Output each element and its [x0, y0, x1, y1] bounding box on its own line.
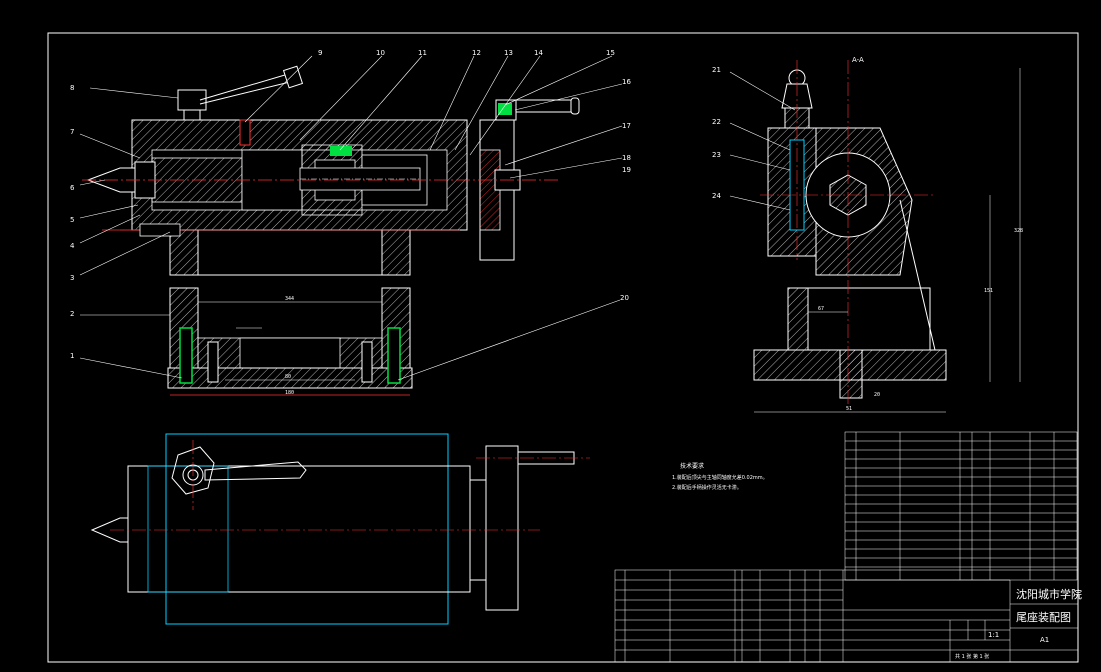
notes-line-2: 2.装配后手柄操作灵活无卡滞。 [672, 484, 742, 491]
svg-text:12: 12 [472, 49, 481, 57]
svg-text:9: 9 [318, 49, 322, 57]
inner-border [47, 32, 1079, 663]
dim-side-small-1: 67 [818, 306, 824, 312]
svg-text:23: 23 [712, 151, 721, 159]
svg-text:8: 8 [70, 84, 74, 92]
svg-text:10: 10 [376, 49, 385, 57]
svg-text:2: 2 [70, 310, 74, 318]
dim-bottom-len-2: 80 [285, 374, 291, 380]
dim-bottom-len-1: 180 [285, 390, 294, 396]
svg-text:6: 6 [70, 184, 75, 192]
dim-side-base-w: 51 [846, 406, 852, 412]
svg-text:21: 21 [712, 66, 721, 74]
notes-line-1: 1.装配后顶尖与主轴同轴度允差0.02mm。 [672, 474, 768, 481]
dim-side-height-1: 328 [1014, 228, 1023, 234]
scale-value: 1:1 [988, 631, 999, 639]
sheet-size: A1 [1040, 636, 1049, 644]
svg-text:4: 4 [70, 242, 75, 250]
svg-text:19: 19 [622, 166, 631, 174]
dim-side-small-2: 20 [874, 392, 880, 398]
notes-title: 技术要求 [680, 462, 704, 470]
parts-list-table [844, 431, 1078, 581]
svg-text:15: 15 [606, 49, 615, 57]
drawing-name: 尾座装配图 [1016, 610, 1071, 624]
svg-text:3: 3 [70, 274, 74, 282]
front-section-view [82, 65, 580, 276]
svg-text:11: 11 [418, 49, 427, 57]
svg-text:18: 18 [622, 154, 631, 162]
svg-text:14: 14 [534, 49, 543, 57]
section-label: A-A [852, 56, 864, 64]
svg-text:13: 13 [504, 49, 513, 57]
top-plan-view [90, 433, 590, 625]
svg-text:17: 17 [622, 122, 631, 130]
dim-side-height-2: 151 [984, 288, 993, 294]
technical-notes: 技术要求 1.装配后顶尖与主轴同轴度允差0.02mm。 2.装配后手柄操作灵活无… [672, 462, 768, 491]
base-section-view: 344 80 180 [167, 287, 413, 396]
dim-top-len-1: 344 [285, 296, 294, 302]
svg-text:5: 5 [70, 216, 74, 224]
svg-text:24: 24 [712, 192, 721, 200]
part-number-labels: 8 9 10 11 12 13 14 15 16 17 18 19 7 6 5 … [70, 49, 631, 360]
svg-text:22: 22 [712, 118, 721, 126]
sheet-info: 共 1 张 第 1 张 [955, 653, 989, 660]
title-block [614, 569, 1079, 663]
svg-text:16: 16 [622, 78, 631, 86]
svg-text:20: 20 [620, 294, 629, 302]
svg-text:7: 7 [70, 128, 74, 136]
school-name: 沈阳城市学院 [1016, 587, 1082, 601]
side-section-view: A-A 328 151 51 67 20 [712, 56, 1023, 413]
svg-text:1: 1 [70, 352, 74, 360]
leader-lines [79, 55, 623, 381]
